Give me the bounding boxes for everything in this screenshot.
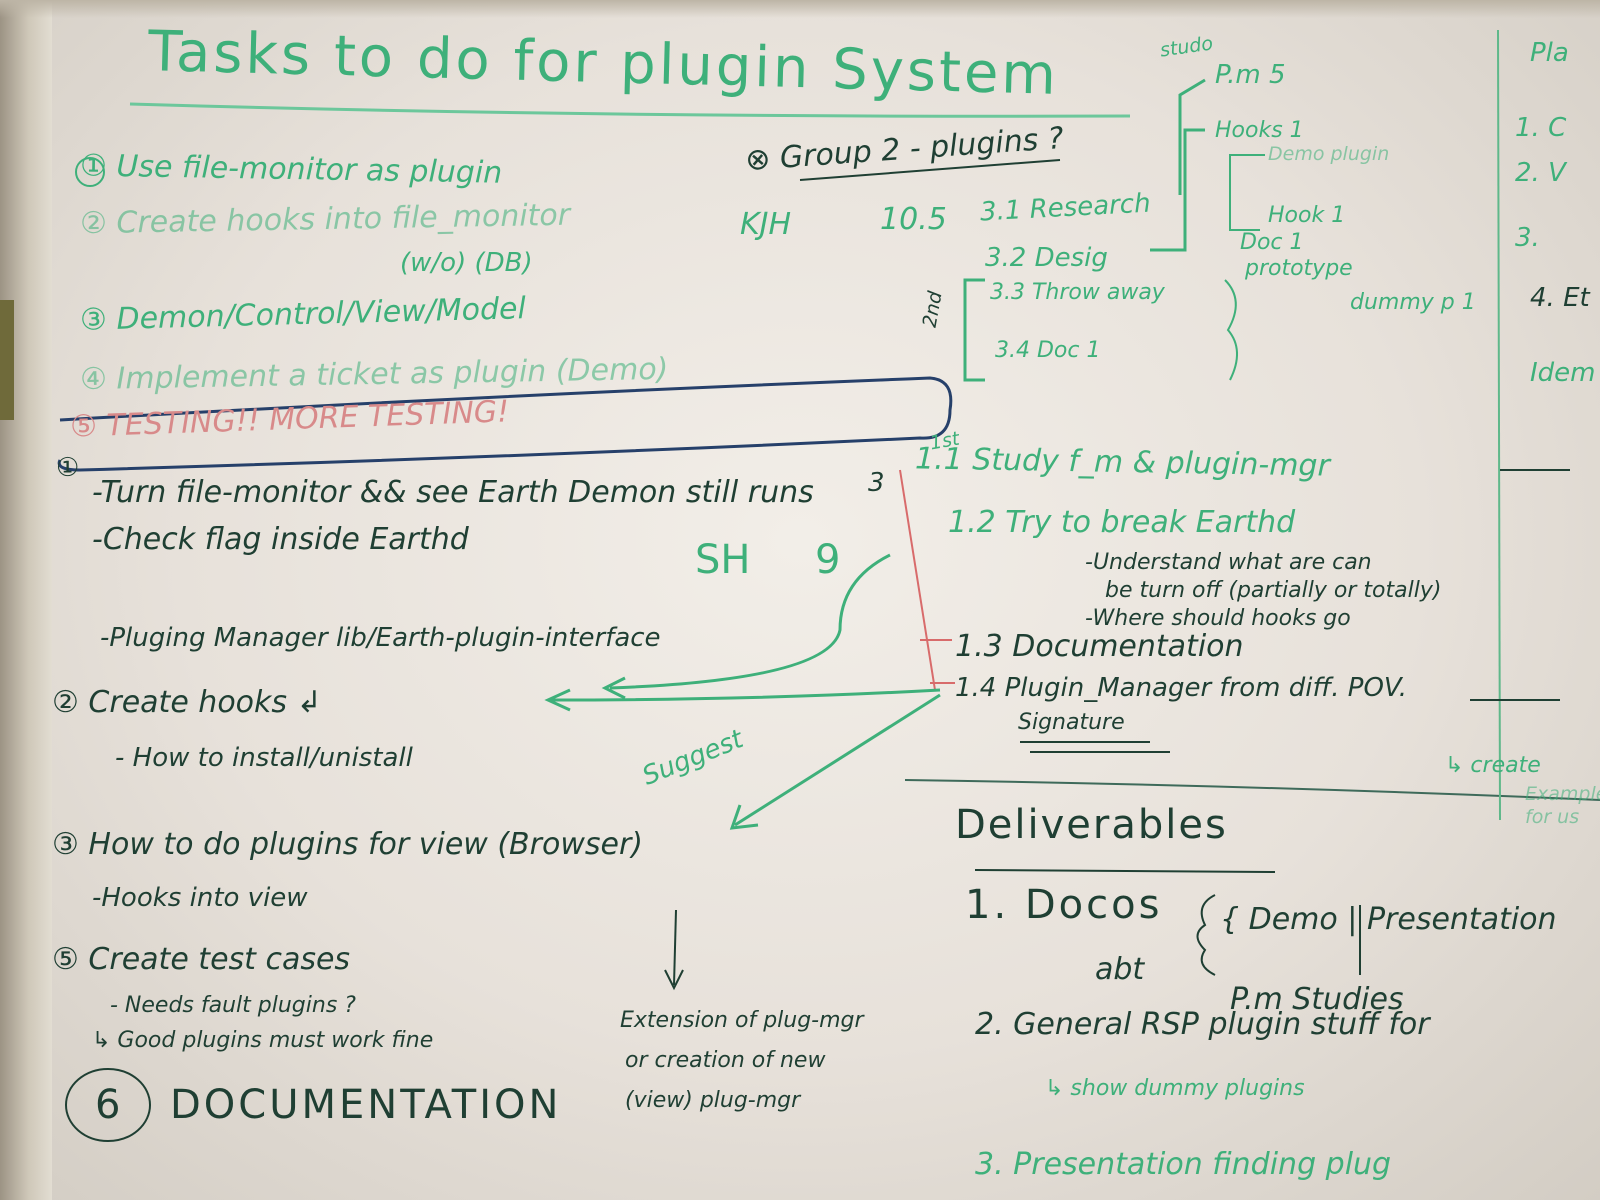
edge-note-1: Pla: [1530, 38, 1569, 68]
extension-note-3: (view) plug-mgr: [625, 1088, 801, 1113]
deliverable-3: 3. Presentation finding plug: [975, 1147, 1392, 1182]
extension-note-2: or creation of new: [625, 1048, 826, 1073]
deliverable-1-sub2: P.m Studies: [1230, 982, 1404, 1017]
deliverables-heading: Deliverables: [955, 802, 1228, 848]
left-task-2: ② Create hooks into file_monitor: [79, 197, 571, 242]
group2-initials: KJH: [740, 207, 792, 242]
black-item1-line1: -Turn file-monitor && see Earth Demon st…: [92, 475, 814, 510]
deliverable-2: 2. General RSP plugin stuff for: [975, 1007, 1430, 1042]
note-demo-plugin: Demo plugin: [1268, 143, 1390, 165]
edge-note-9: for us: [1525, 806, 1580, 828]
note-hook: Hook 1: [1268, 203, 1346, 228]
edge-note-4: 3.: [1515, 223, 1540, 253]
black-item2-sub: - How to install/unistall: [115, 743, 413, 773]
left-task-1: ① Use file-monitor as plugin: [79, 148, 503, 191]
black-item6-marker: 6: [95, 1082, 121, 1128]
right-task-1-4-sub: Signature: [1018, 710, 1125, 735]
edge-note-3: 2. V: [1515, 158, 1566, 188]
right-task-1-2-sub2: be turn off (partially or totally): [1105, 578, 1442, 603]
group2-prototype-note: prototype: [1245, 256, 1353, 281]
black-item3-sub: -Hooks into view: [92, 883, 308, 913]
sh-score: 9: [815, 537, 841, 583]
documentation-heading: DOCUMENTATION: [170, 1082, 562, 1128]
edge-note-7: ↳ create: [1445, 753, 1541, 778]
left-task-2-note: (w/o) (DB): [400, 248, 533, 278]
note-doc: Doc 1: [1240, 230, 1304, 255]
deliverable-1: 1. Docos: [965, 882, 1163, 928]
black-item2: ② Create hooks ↲: [52, 685, 322, 720]
black-item5-sub2: ↳ Good plugins must work fine: [92, 1028, 434, 1053]
edge-note-6: Idem: [1530, 358, 1596, 388]
edge-note-5: 4. Et: [1530, 283, 1590, 313]
black-item1-marker: ①: [56, 453, 80, 483]
edge-note-8: Example: [1525, 783, 1600, 805]
whiteboard-frame-left: [0, 0, 52, 1200]
right-task-1-2-sub1: -Understand what are can: [1085, 550, 1372, 575]
note-hooks: Hooks 1: [1215, 118, 1304, 143]
right-pre-label: 3: [868, 468, 885, 498]
black-item5: ⑤ Create test cases: [52, 942, 351, 977]
deliverable-2-sub: ↳ show dummy plugins: [1045, 1076, 1305, 1101]
deliverable-1-sub: abt: [1095, 952, 1145, 987]
right-task-1-3: 1.3 Documentation: [955, 629, 1244, 664]
extension-note-1: Extension of plug-mgr: [620, 1008, 864, 1033]
group2-item-throwaway: 3.3 Throw away: [990, 280, 1165, 305]
black-item1-line2: -Check flag inside Earthd: [92, 522, 469, 557]
right-task-1-2: 1.2 Try to break Earthd: [948, 505, 1296, 540]
group2-dummy-note: dummy p 1: [1350, 290, 1476, 315]
right-task-1-1: 1.1 Study f_m & plugin-mgr: [914, 441, 1331, 484]
deliverable-1-brace: { Demo | Presentation: [1220, 902, 1557, 937]
sh-label: SH: [695, 537, 751, 583]
right-task-1-4: 1.4 Plugin_Manager from diff. POV.: [955, 673, 1408, 703]
black-item5-sub1: - Needs fault plugins ?: [110, 993, 356, 1018]
black-item3: ③ How to do plugins for view (Browser): [52, 827, 643, 862]
marker-clip: [0, 300, 14, 420]
edge-note-2: 1. C: [1515, 113, 1567, 143]
group2-item-doc: 3.4 Doc 1: [995, 338, 1101, 363]
whiteboard-frame-top: [0, 0, 1600, 18]
plugins-manager-line: -Pluging Manager lib/Earth-plugin-interf…: [100, 623, 661, 653]
note-pm5: P.m 5: [1215, 60, 1286, 90]
group2-item-design: 3.2 Desig: [985, 243, 1108, 273]
right-task-1-2-sub3: -Where should hooks go: [1085, 606, 1351, 631]
group2-score: 10.5: [880, 202, 947, 237]
